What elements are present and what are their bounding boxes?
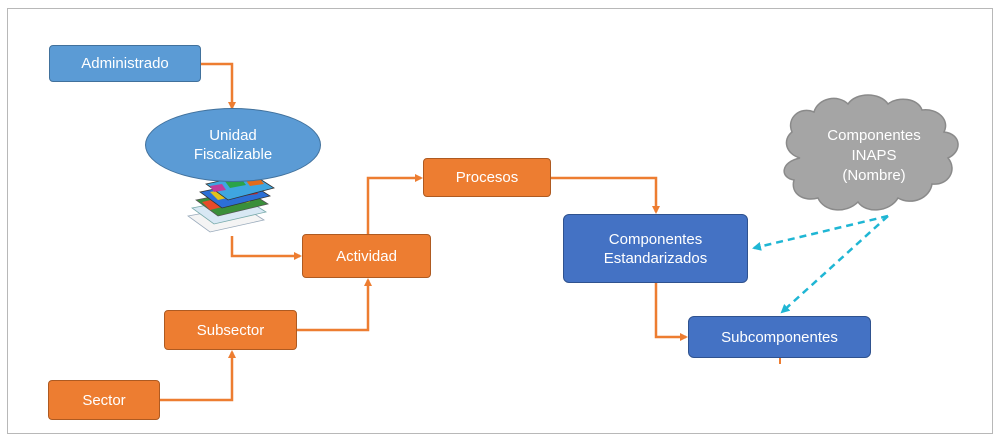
- node-componentes-estandarizados: Componentes Estandarizados: [563, 214, 748, 283]
- node-sector: Sector: [48, 380, 160, 420]
- node-subcomponentes: Subcomponentes: [688, 316, 871, 358]
- node-procesos: Procesos: [423, 158, 551, 197]
- node-unidad-fiscalizable: Unidad Fiscalizable: [145, 108, 321, 182]
- node-actividad: Actividad: [302, 234, 431, 278]
- node-componentes-inaps: Componentes INAPS (Nombre): [827, 127, 921, 184]
- node-administrado: Administrado: [49, 45, 201, 82]
- stacked-map-layers-icon: [187, 173, 275, 233]
- node-subsector: Subsector: [164, 310, 297, 350]
